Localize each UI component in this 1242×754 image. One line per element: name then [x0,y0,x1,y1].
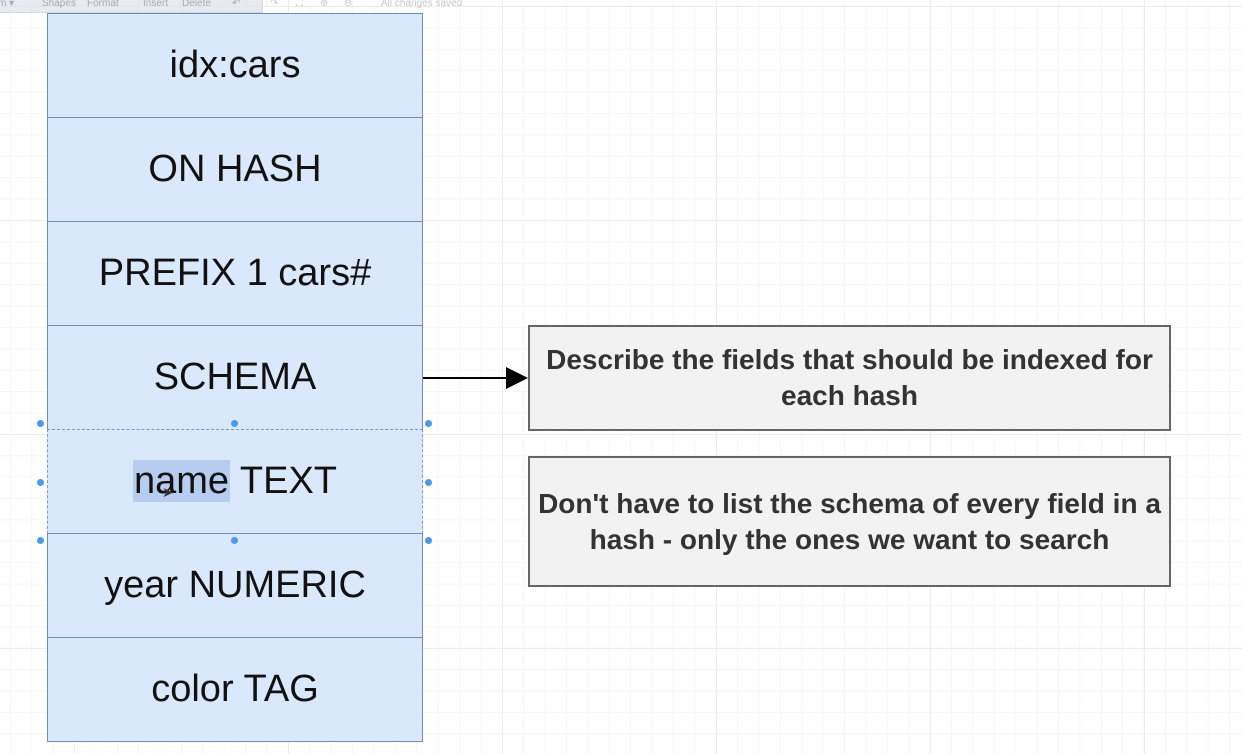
stack-cell-schema[interactable]: SCHEMA [47,325,423,430]
cell-label-rest: TEXT [230,460,338,502]
toolbar-insert[interactable]: Insert [143,0,169,9]
cell-label: PREFIX 1 cars# [98,252,372,294]
resize-handle-sw[interactable] [37,537,44,544]
fit-icon[interactable]: ⛶ [296,0,303,9]
redo-icon[interactable]: ↷ [270,0,279,9]
cell-label: year NUMERIC [104,564,366,606]
resize-handle-ne[interactable] [425,420,432,427]
cell-label: ON HASH [148,148,322,190]
stack-cell-on-hash[interactable]: ON HASH [47,117,423,222]
zoom-in-icon[interactable]: ⊕ [320,0,329,9]
resize-handle-e[interactable] [425,479,432,486]
undo-icon[interactable]: ↶ [232,0,241,9]
resize-handle-w[interactable] [37,479,44,486]
schema-note-box[interactable]: Describe the fields that should be index… [528,325,1171,431]
note-text: Describe the fields that should be index… [546,344,1153,411]
schema-note-box-2[interactable]: Don't have to list the schema of every f… [528,456,1171,587]
stack-cell-year-numeric[interactable]: year NUMERIC [47,533,423,638]
mouse-cursor-icon: ➤ [162,484,174,500]
selected-text[interactable]: name [132,460,231,502]
cell-label: idx:cars [169,44,301,86]
resize-handle-n[interactable] [231,420,238,427]
resize-handle-s[interactable] [231,537,238,544]
menu-fragment: m ▾ [0,0,15,9]
save-status: All changes saved [381,0,463,9]
zoom-out-icon[interactable]: ⊖ [344,0,353,9]
cell-label: SCHEMA [153,356,317,398]
cell-label[interactable]: name TEXT [132,460,338,503]
stack-cell-prefix[interactable]: PREFIX 1 cars# [47,221,423,326]
stack-cell-color-tag[interactable]: color TAG [47,637,423,742]
editor-toolbar: m ▾ Shapes Format Insert Delete ↶ [0,0,263,13]
toolbar-shapes[interactable]: Shapes [42,0,76,9]
resize-handle-nw[interactable] [37,420,44,427]
resize-handle-se[interactable] [425,537,432,544]
toolbar-format[interactable]: Format [87,0,119,9]
toolbar-delete[interactable]: Delete [182,0,211,9]
stack-cell-name-text[interactable]: name TEXT [47,429,423,534]
stack-cell-index-name[interactable]: idx:cars [47,13,423,118]
cell-label: color TAG [151,668,319,710]
editor-toolbar-right: ↷ ⛶ ⊕ ⊖ All changes saved [268,0,488,12]
note-text: Don't have to list the schema of every f… [538,487,1161,555]
